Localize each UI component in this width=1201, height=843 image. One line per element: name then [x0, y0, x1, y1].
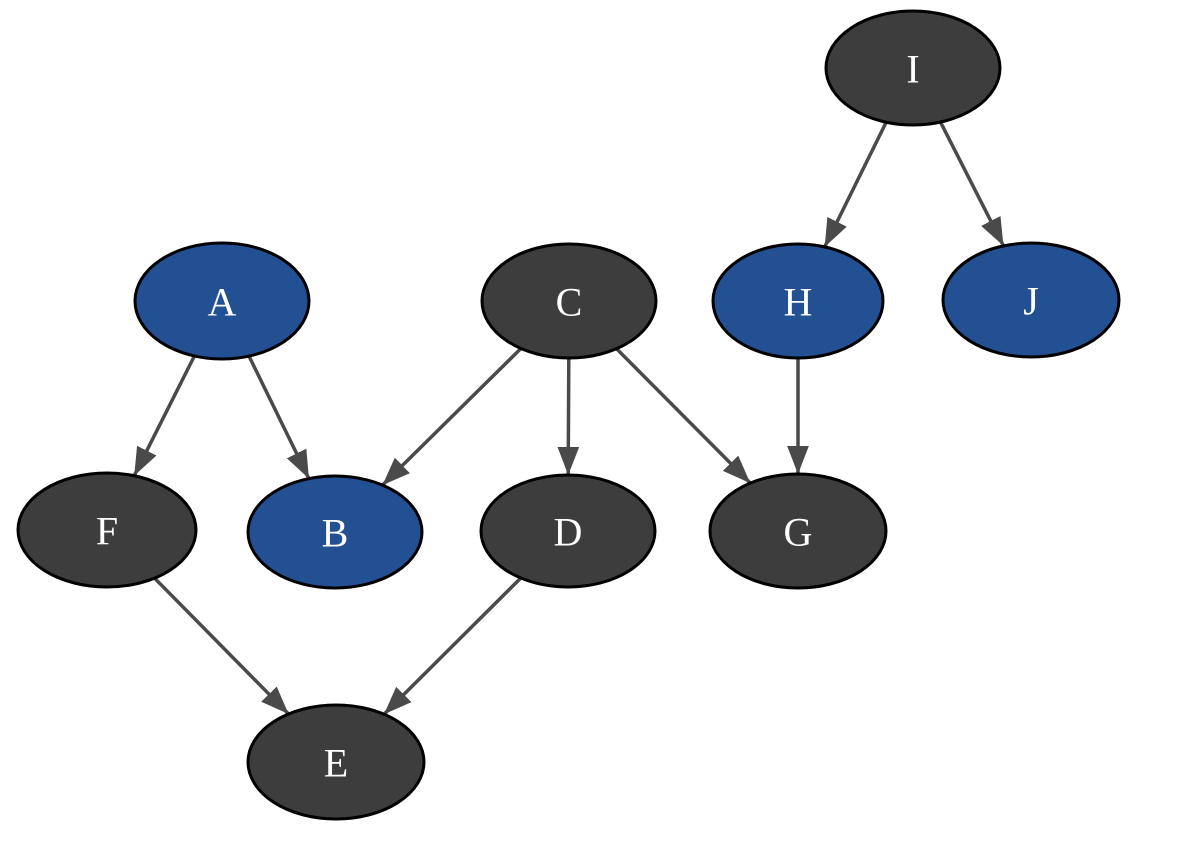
node-E: E	[246, 703, 426, 821]
node-ellipse-F	[16, 471, 198, 589]
edge-I-J	[938, 121, 1006, 247]
node-ellipse-I	[824, 9, 1002, 127]
node-ellipse-E	[246, 703, 426, 821]
edge-A-F	[132, 355, 196, 477]
node-ellipse-A	[133, 241, 311, 361]
node-ellipse-G	[708, 472, 888, 590]
node-F: F	[16, 471, 198, 589]
node-ellipse-J	[941, 241, 1121, 359]
node-ellipse-B	[246, 474, 424, 590]
edge-C-B	[381, 347, 523, 487]
node-D: D	[479, 473, 657, 589]
node-J: J	[941, 241, 1121, 359]
edge-F-E	[153, 576, 290, 716]
edges-layer	[132, 121, 1006, 716]
node-I: I	[824, 9, 1002, 127]
node-ellipse-C	[480, 242, 658, 360]
edge-C-G	[615, 347, 752, 485]
node-ellipse-D	[479, 473, 657, 589]
edge-A-B	[247, 355, 311, 480]
edge-I-H	[823, 121, 888, 248]
node-H: H	[711, 242, 885, 360]
node-A: A	[133, 241, 311, 361]
edge-C-D	[557, 357, 580, 476]
node-C: C	[480, 242, 658, 360]
edge-D-E	[382, 576, 523, 716]
node-G: G	[708, 472, 888, 590]
node-B: B	[246, 474, 424, 590]
node-ellipse-H	[711, 242, 885, 360]
